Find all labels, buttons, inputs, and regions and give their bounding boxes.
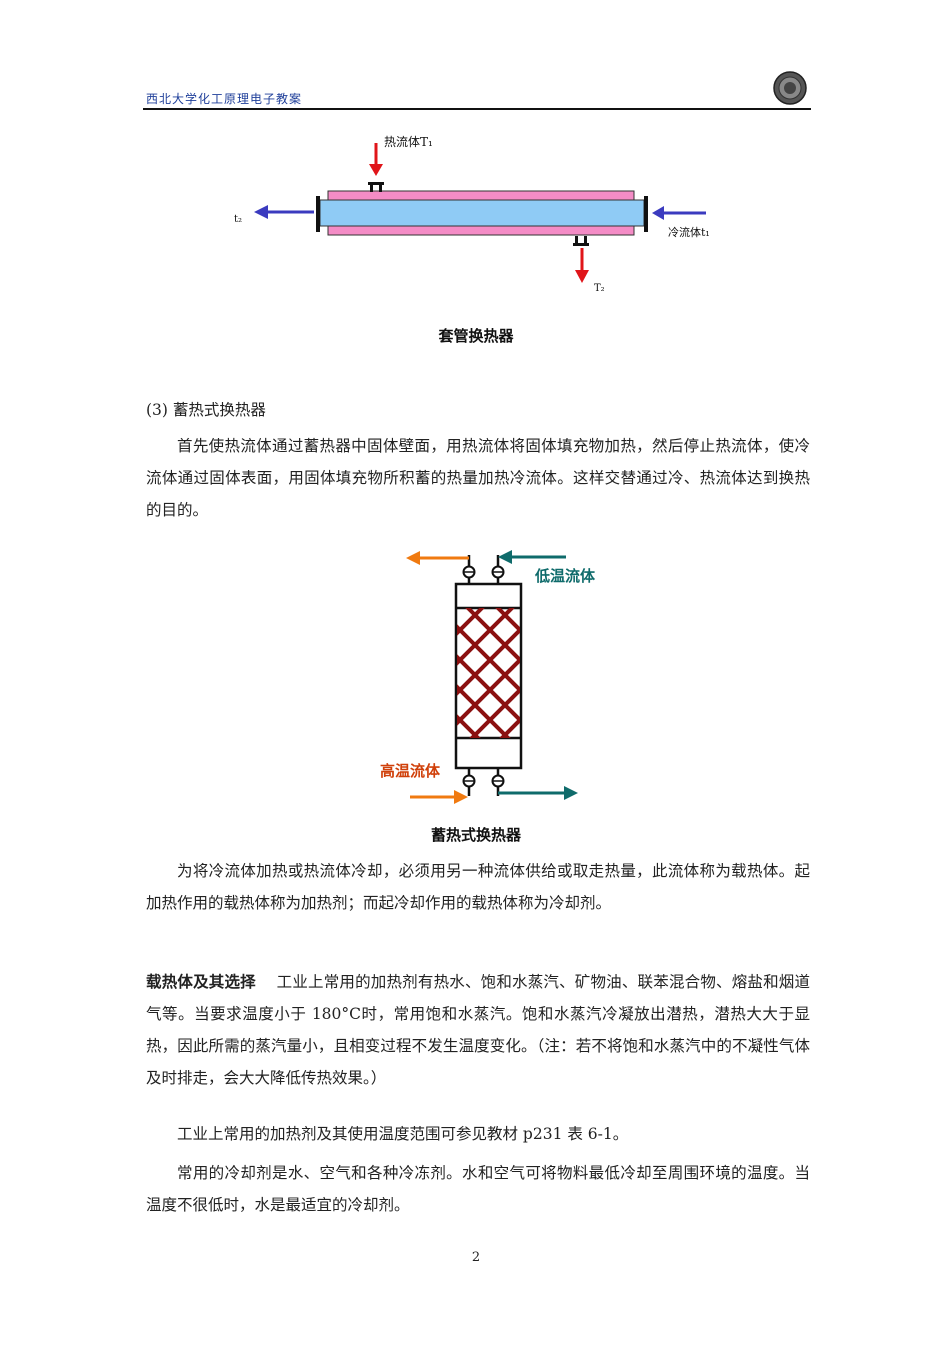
- cold-out-arrow-bottom: [564, 786, 578, 800]
- section3-paragraph: 首先使热流体通过蓄热器中固体壁面，用热流体将固体填充物加热，然后停止热流体，使冷…: [146, 437, 810, 519]
- paragraph-heat-carrier-selection: 载热体及其选择 工业上常用的加热剂有热水、饱和水蒸汽、矿物油、联苯混合物、熔盐和…: [146, 966, 810, 1094]
- label-hot-in: 热流体T₁: [384, 135, 433, 149]
- university-seal-icon: [773, 71, 807, 105]
- right-end-cap: [644, 196, 648, 232]
- double-pipe-exchanger-diagram: 热流体T₁ t₂ 冷流体t₁ T₂: [234, 135, 710, 294]
- heading-heat-carrier-selection: 载热体及其选择: [146, 973, 256, 991]
- label-hot-out: T₂: [594, 283, 605, 294]
- regenerator-diagram: 低温流体 高温流体: [380, 550, 596, 804]
- hot-in-arrow: [369, 164, 383, 176]
- cold-in-arrow: [652, 206, 664, 220]
- hot-out-arrow-top: [406, 551, 420, 565]
- label-cold-out: t₂: [234, 214, 242, 225]
- cold-out-arrow: [254, 205, 268, 219]
- header-title: 西北大学化工原理电子教案: [146, 92, 303, 106]
- left-end-cap: [316, 196, 320, 232]
- cold-in-arrow-top: [498, 550, 512, 564]
- figure2-caption: 蓄热式换热器: [430, 826, 521, 844]
- label-cold-in: 冷流体t₁: [668, 225, 710, 239]
- page-number: 2: [471, 1250, 481, 1265]
- paragraph-heating-agents: 工业上常用的加热剂有热水、饱和水蒸汽、矿物油、联苯混合物、熔盐和烟道气等。当要求…: [146, 973, 810, 1087]
- hot-out-arrow: [575, 270, 589, 283]
- figure1-caption: 套管换热器: [438, 327, 514, 345]
- hot-in-arrow-bottom: [454, 790, 468, 804]
- section3-heading: (3) 蓄热式换热器: [146, 401, 266, 419]
- label-low-temp: 低温流体: [534, 567, 596, 585]
- packing-lattice: [457, 608, 520, 738]
- label-high-temp: 高温流体: [380, 762, 441, 780]
- paragraph-coolants: 常用的冷却剂是水、空气和各种冷冻剂。水和空气可将物料最低冷却至周围环境的温度。当…: [146, 1164, 810, 1214]
- paragraph-heat-carrier: 为将冷流体加热或热流体冷却，必须用另一种流体供给或取走热量，此流体称为载热体。起…: [146, 862, 810, 912]
- header-rule: [143, 108, 811, 110]
- paragraph-reference: 工业上常用的加热剂及其使用温度范围可参见教材 p231 表 6-1。: [177, 1125, 629, 1143]
- regenerator-vessel: [454, 582, 523, 770]
